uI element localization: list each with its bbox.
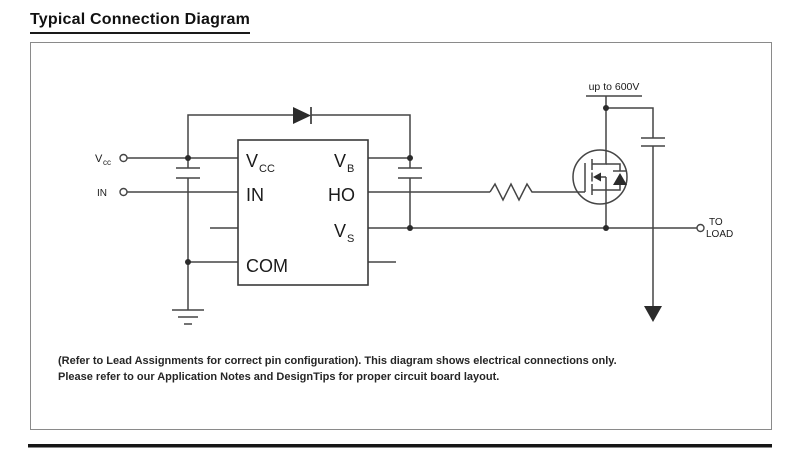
load-terminal — [696, 223, 705, 233]
to-load-label-line1: TO — [709, 217, 723, 228]
vcc-terminal-label: V — [95, 153, 103, 165]
section-title: Typical Connection Diagram — [30, 11, 251, 34]
vcc-terminal-label-sub: cc — [103, 158, 111, 167]
ic-pin-ho: HO — [328, 185, 355, 205]
body-diode-triangle-icon — [613, 173, 627, 185]
ic-pin-vs-sub: S — [347, 233, 354, 245]
in-terminal-label: IN — [97, 188, 107, 199]
solid-symbols — [185, 105, 662, 322]
vcc-capacitor-icon — [176, 167, 200, 179]
ic-pin-com: COM — [246, 256, 288, 276]
ground-icon — [172, 309, 204, 325]
junction-dot — [185, 259, 191, 265]
hv-supply-label: up to 600V — [589, 81, 640, 93]
ic-pin-vb-sub: B — [347, 163, 354, 175]
footnote: (Refer to Lead Assignments for correct p… — [58, 353, 758, 385]
return-arrow-icon — [644, 306, 662, 322]
mosfet-body-circle — [572, 149, 628, 205]
footnote-line2: Please refer to our Application Notes an… — [58, 371, 500, 383]
footnote-line1: (Refer to Lead Assignments for correct p… — [58, 355, 617, 367]
ic-pin-vs: V — [334, 221, 346, 241]
diagram-border — [30, 42, 772, 430]
mosfet-source-lead — [592, 176, 607, 228]
junction-dot — [407, 225, 413, 231]
ic-pin-vcc-sub: CC — [259, 163, 275, 175]
ic-pin-vb: V — [334, 151, 346, 171]
body-diode-leads — [606, 163, 621, 191]
mosfet-substrate-arrow-icon — [593, 172, 601, 182]
bottom-rule — [28, 444, 772, 448]
bootstrap-capacitor-icon — [398, 167, 422, 179]
wiring — [127, 95, 697, 325]
junction-dot — [603, 105, 609, 111]
terminals — [119, 153, 705, 233]
in-terminal — [119, 187, 128, 197]
labels: V cc IN V CC IN COM V B HO V S up to 600… — [95, 81, 733, 276]
ic-outline — [237, 139, 369, 286]
top-rail-wire — [187, 114, 411, 158]
hv-capacitor-icon — [641, 137, 665, 147]
ic-pin-in: IN — [246, 185, 264, 205]
junction-dot — [407, 155, 413, 161]
junction-dot — [603, 225, 609, 231]
gate-resistor-icon — [489, 182, 585, 202]
to-load-label-line2: LOAD — [706, 229, 733, 240]
ic-pin-vcc: V — [246, 151, 258, 171]
hv-cap-leads — [606, 107, 654, 306]
bootstrap-diode-icon — [293, 107, 311, 124]
junction-dot — [185, 155, 191, 161]
vcc-terminal — [119, 153, 128, 163]
